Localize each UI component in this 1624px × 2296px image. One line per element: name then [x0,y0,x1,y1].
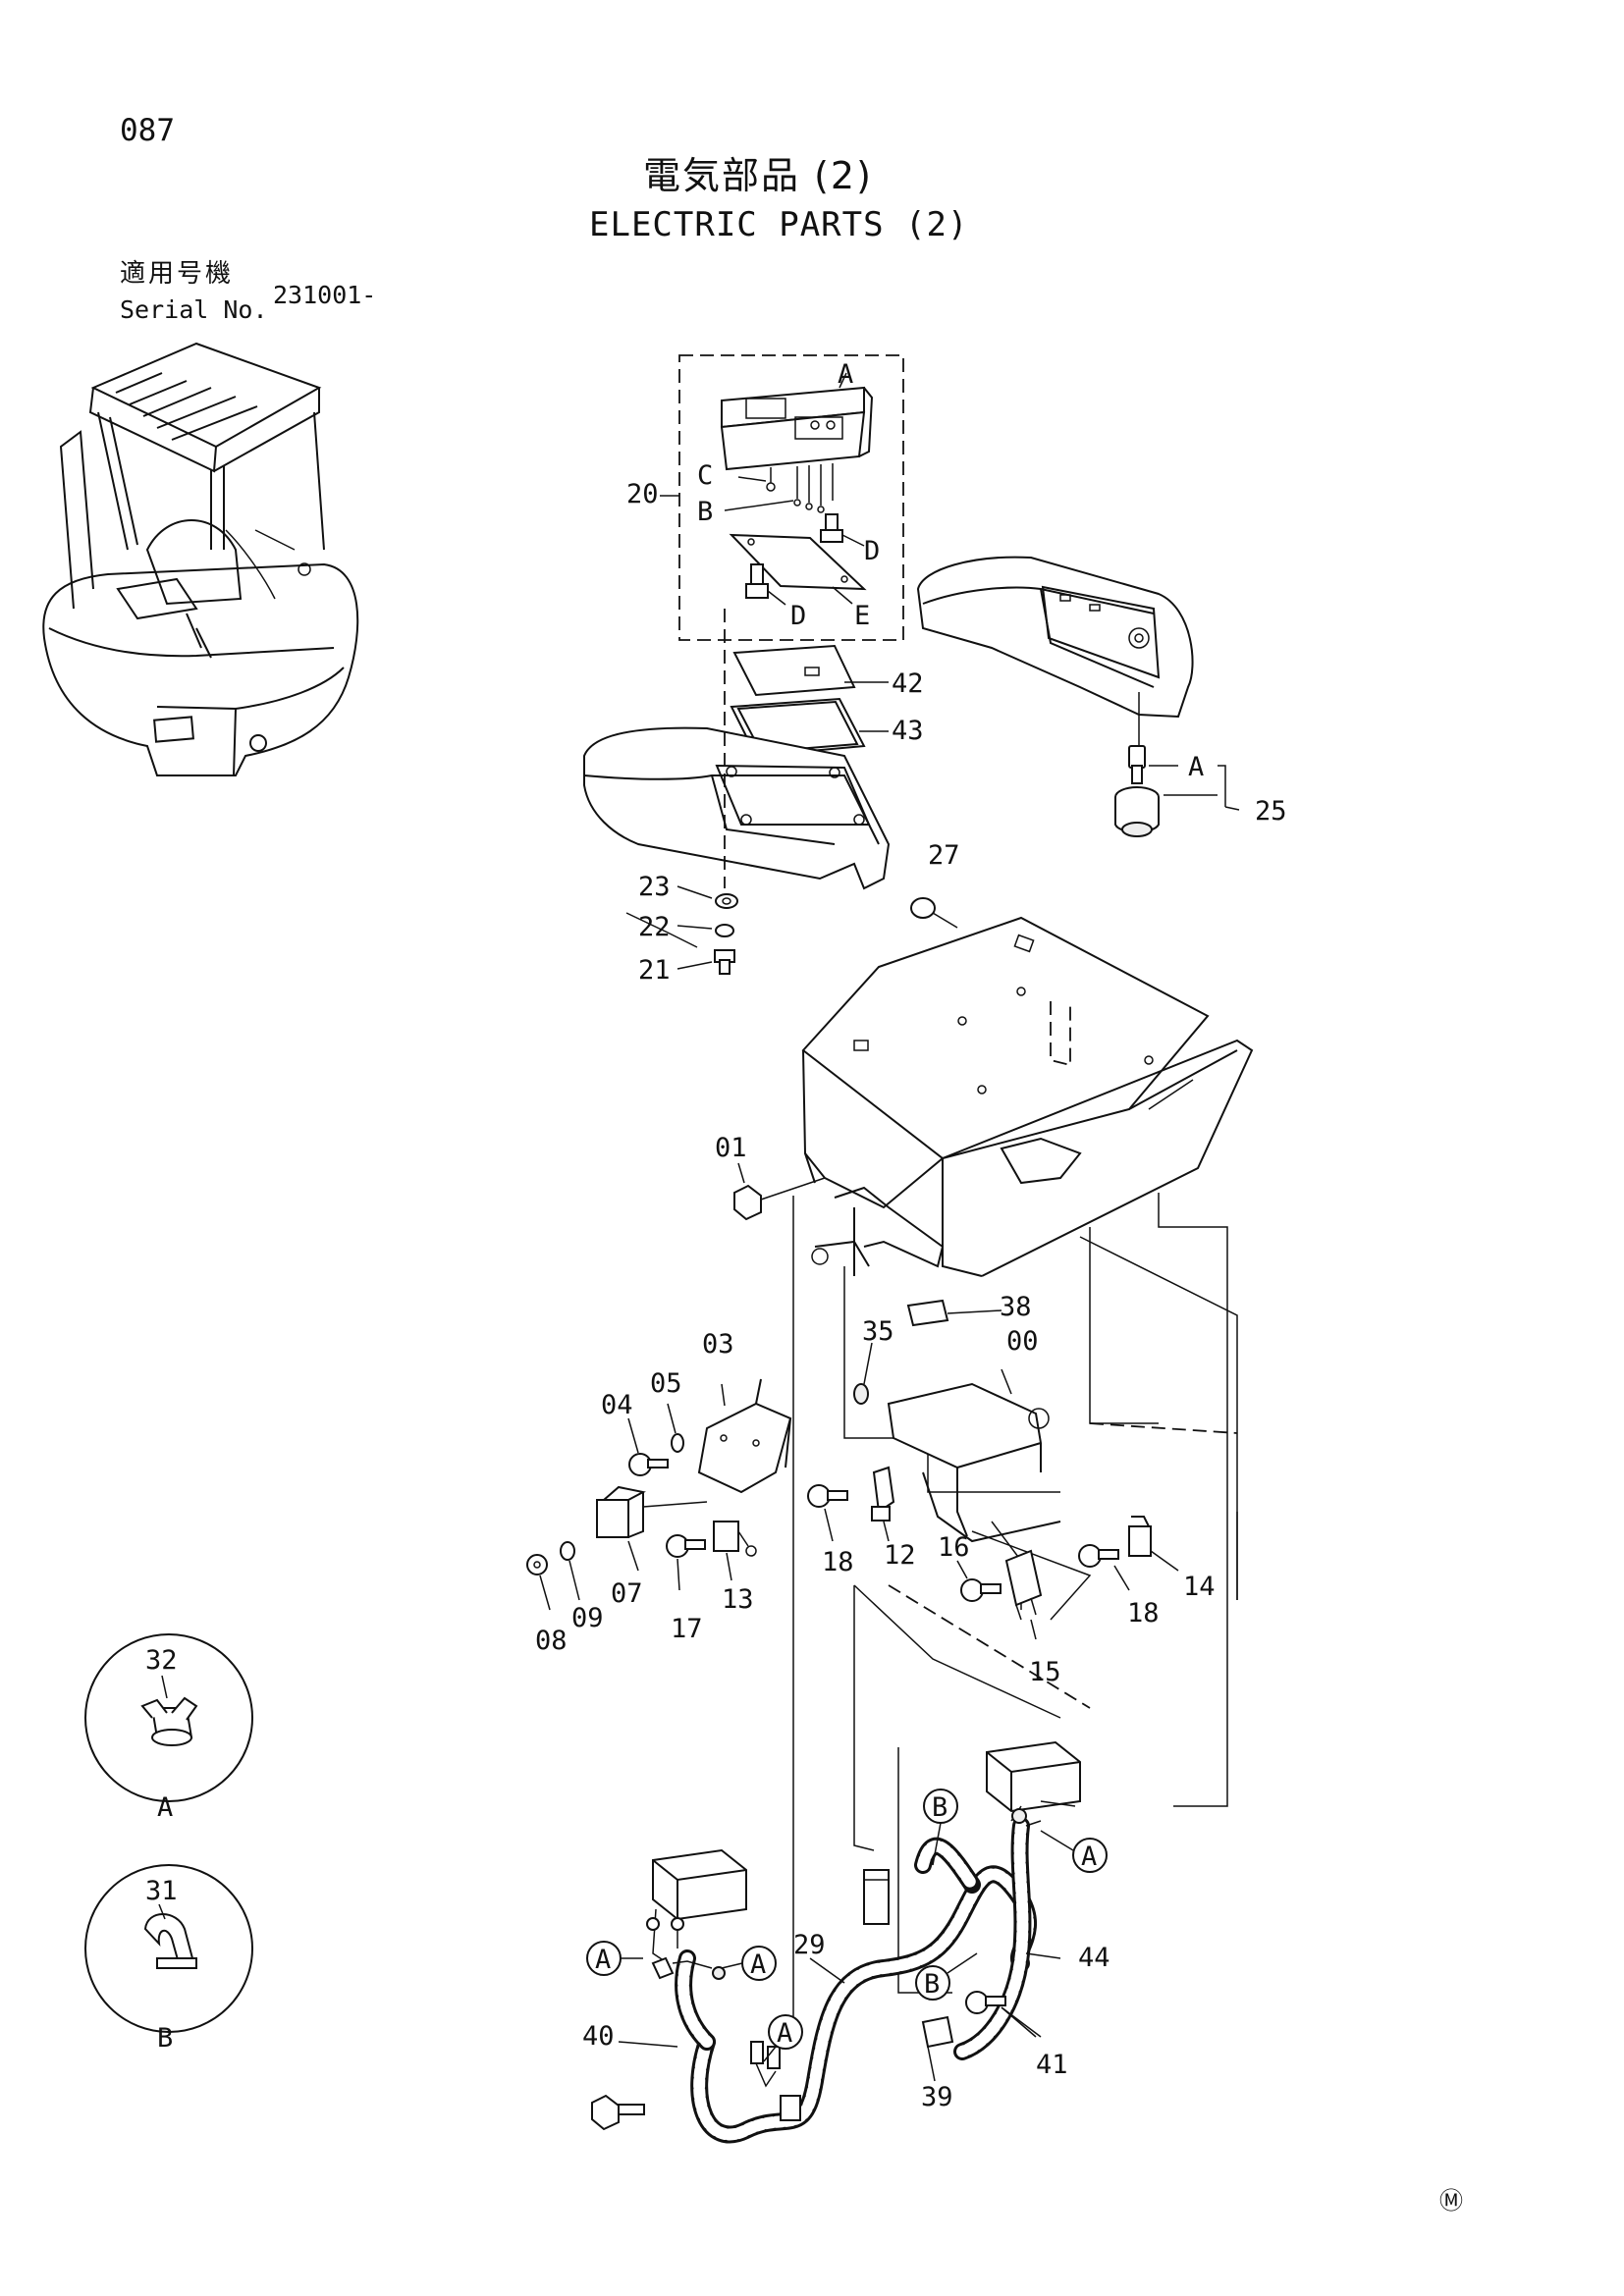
key-letter-a-label: A [1188,752,1204,782]
marker-b-label: B [924,1969,940,2000]
callout-00: 00 [1006,1326,1039,1357]
mounting-hardware [677,885,738,975]
excavator-overview-illustration [42,342,359,776]
key-switch [1114,692,1240,837]
marker-b-label: B [932,1792,947,1823]
serial-number: 231001- [273,281,377,309]
callout-03: 03 [702,1329,734,1360]
connector-38 [906,1299,1002,1327]
callout-35: 35 [862,1316,894,1347]
callout-41: 41 [1036,2050,1068,2080]
bolt-27 [910,897,958,929]
callout-13: 13 [722,1584,754,1615]
callout-17: 17 [671,1614,703,1644]
right-console-cover [916,556,1194,719]
relay-12 [807,1466,895,1542]
relay-15 [956,1549,1043,1640]
grommet-35 [853,1383,869,1405]
callout-08: 08 [535,1626,568,1656]
relay-14 [1078,1516,1179,1591]
monitor-assembly-group [660,354,904,641]
callout-20: 20 [626,479,659,509]
detail-view-b [84,1864,253,2033]
relay-bracket [887,1368,1061,1543]
marker-a-label: A [750,1949,766,1980]
washers-08-09 [526,1541,580,1611]
letter-d-lower-label: D [790,601,806,631]
callout-21: 21 [638,955,671,986]
letter-d-upper-label: D [864,536,880,566]
manufacturer-mark: Ⓜ [1439,2187,1463,2215]
callout-05: 05 [650,1368,682,1399]
floor-frame [801,916,1254,1277]
grommet-35-leader [863,1342,873,1385]
callout-32: 32 [145,1645,178,1676]
callout-23: 23 [638,872,671,902]
letter-a-label: A [838,359,853,390]
marker-a-label: A [1081,1842,1097,1872]
callout-43: 43 [892,716,924,746]
page-number: 087 [120,113,175,148]
callout-40: 40 [582,2021,615,2052]
callout-31: 31 [145,1876,178,1906]
callout-44: 44 [1078,1943,1110,1973]
callout-04: 04 [601,1390,633,1420]
callout-01: 01 [715,1133,747,1163]
letter-e-label: E [854,601,870,631]
bolt-01 [733,1162,826,1221]
callout-25: 25 [1255,796,1287,827]
callout-27: 27 [928,840,960,871]
letter-c-label: C [697,460,713,491]
callout-labels: A C B D D E A 20 42 43 25 23 22 21 27 01… [145,359,1287,2112]
letter-b-label: B [697,497,713,527]
serial-label-english: Serial No. [120,295,268,324]
callout-12: 12 [884,1540,916,1571]
callout-39: 39 [921,2082,953,2112]
callout-14: 14 [1183,1572,1216,1602]
screws-04-05 [627,1403,684,1476]
detail-view-a [84,1633,253,1802]
callout-22: 22 [638,912,671,942]
serial-label-japanese: 適用号機 [120,259,235,289]
callout-29: 29 [793,1930,826,1960]
callout-16: 16 [938,1532,970,1563]
page-title-japanese: 電気部品 (2) [643,154,873,197]
detail-a-label: A [157,1792,173,1823]
marker-a-label: A [777,2018,792,2049]
wire-harness [586,1740,1108,2144]
relay-07 [596,1485,708,1572]
callout-07: 07 [611,1578,643,1609]
callout-09: 09 [571,1603,604,1633]
left-console-cover [583,726,891,890]
bolt-27-leader [625,912,698,948]
marker-a-label: A [595,1945,611,1975]
detail-b-label: B [157,2023,173,2054]
bracket-03 [697,1378,792,1494]
relay-13 [666,1521,757,1591]
callout-18-left: 18 [822,1547,854,1577]
callout-38: 38 [1000,1292,1032,1322]
callout-42: 42 [892,668,924,699]
page-title-english: ELECTRIC PARTS (2) [589,205,969,244]
callout-18-right: 18 [1127,1598,1160,1629]
callout-15: 15 [1029,1657,1061,1687]
